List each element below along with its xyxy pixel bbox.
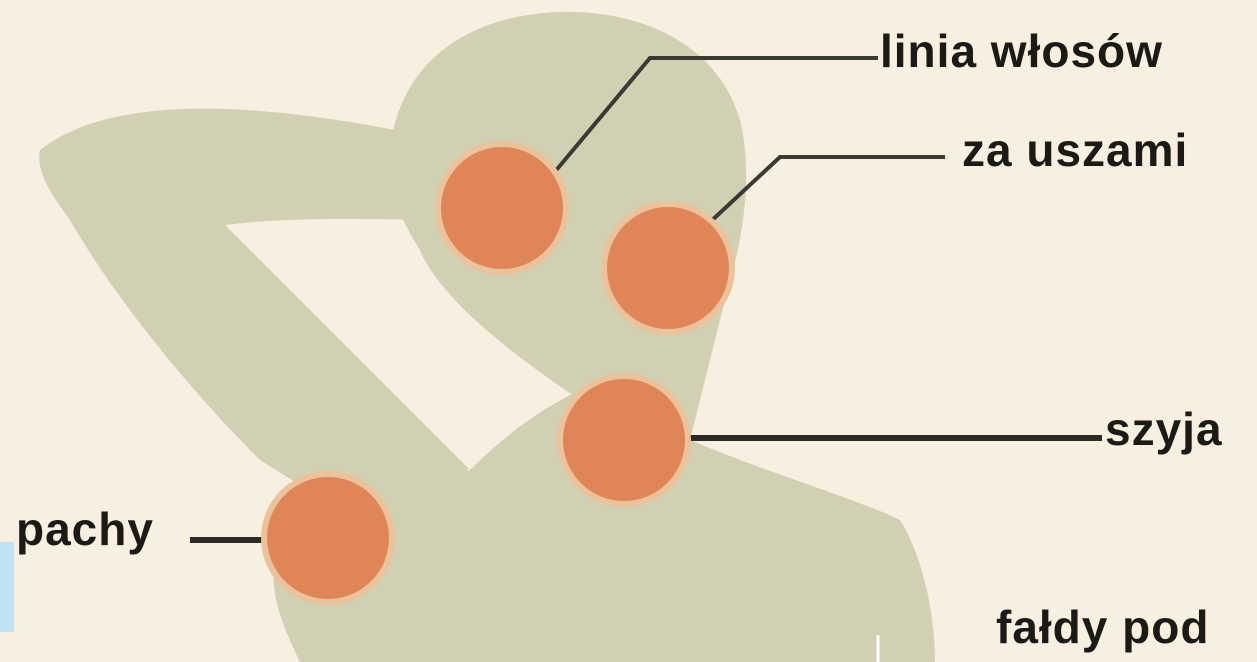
spot-neck bbox=[557, 373, 691, 507]
spot-armpits bbox=[261, 471, 395, 605]
label-hairline: linia włosów bbox=[880, 28, 1163, 74]
spot-hairline bbox=[435, 141, 569, 275]
label-armpits: pachy bbox=[16, 506, 154, 552]
spot-behind-ears bbox=[601, 201, 735, 335]
label-folds-under: fałdy pod bbox=[996, 604, 1209, 650]
label-behind-ears: za uszami bbox=[962, 127, 1188, 173]
label-neck: szyja bbox=[1105, 406, 1223, 452]
